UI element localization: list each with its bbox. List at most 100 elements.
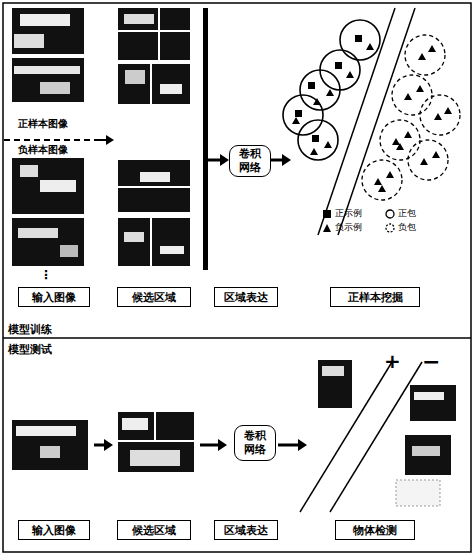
illustration-shape — [282, 154, 291, 166]
illustration-shape — [3, 3, 471, 552]
network-box: 卷积网络 — [229, 145, 271, 177]
legend-shape — [323, 210, 331, 218]
illustration-shape — [118, 412, 194, 472]
illustration-shape — [298, 120, 338, 160]
legend-swatch — [322, 209, 332, 219]
illustration-shape — [18, 228, 58, 238]
illustration-shape — [16, 426, 76, 436]
section-label: 模型测试 — [8, 342, 52, 357]
illustration-shape — [118, 440, 194, 442]
legend-text: 正包 — [398, 207, 416, 220]
network-box: 卷积网络 — [234, 425, 276, 461]
illustration-shape — [118, 8, 190, 60]
illustration-shape — [200, 444, 220, 447]
illustration-shape — [130, 450, 180, 466]
illustration-shape — [405, 435, 451, 475]
illustration-shape — [392, 75, 432, 115]
legend-entry: 负包 — [385, 221, 416, 234]
sample-label: 负样本图像 — [18, 143, 68, 157]
illustration-shape — [292, 43, 374, 155]
illustration-shape — [14, 34, 44, 48]
illustration-shape — [308, 82, 315, 89]
illustration-shape — [380, 120, 420, 160]
illustration-shape — [125, 70, 145, 84]
illustration-shape — [40, 446, 60, 458]
illustration-shape — [20, 14, 70, 26]
node-text: 输入图像 — [32, 290, 76, 305]
legend-swatch — [385, 209, 395, 219]
illustration-shape — [203, 8, 208, 270]
stage-label: 物体检测 — [335, 520, 415, 540]
stage-label: 候选区域 — [117, 287, 191, 307]
illustration-shape — [362, 35, 460, 200]
illustration-shape — [355, 35, 362, 42]
illustration-shape — [150, 64, 152, 104]
illustration-shape — [20, 165, 38, 177]
illustration-shape — [118, 186, 190, 188]
illustration-shape — [220, 154, 229, 166]
legend-swatch — [385, 223, 395, 233]
illustration-shape — [40, 180, 76, 192]
illustration-shape — [410, 385, 456, 421]
illustration-shape — [124, 232, 144, 242]
illustration-shape — [160, 84, 182, 94]
stage-label: 输入图像 — [18, 520, 90, 540]
illustration-shape — [312, 135, 319, 142]
illustration-shape — [140, 172, 170, 182]
illustration-shape — [12, 58, 84, 102]
illustration-shape — [118, 64, 190, 104]
illustration-shape — [12, 158, 84, 214]
illustration-shape — [408, 140, 448, 180]
legend-shape — [386, 210, 394, 218]
illustration-shape — [292, 35, 452, 192]
illustration-shape — [118, 218, 190, 266]
node-text: 输入图像 — [32, 523, 76, 538]
illustration-shape — [340, 20, 380, 60]
illustration-shape — [118, 30, 190, 32]
stage-label: 正样本挖掘 — [330, 287, 420, 307]
negative-sign: − — [422, 349, 440, 374]
illustration-shape — [40, 82, 70, 94]
node-text: 区域表达 — [224, 290, 268, 305]
legend-text: 负示例 — [335, 221, 362, 234]
illustration-shape — [318, 8, 395, 235]
illustration-shape — [278, 444, 300, 447]
illustration-shape — [60, 245, 78, 257]
illustration-shape — [420, 95, 460, 135]
illustration-shape — [208, 159, 222, 162]
section-label: 模型训练 — [8, 322, 52, 337]
node-text: 候选区域 — [132, 523, 176, 538]
illustration-shape — [362, 160, 402, 200]
legend-entry: 正包 — [385, 207, 416, 220]
illustration-shape — [338, 8, 415, 235]
node-text: 候选区域 — [132, 290, 176, 305]
illustration-shape — [12, 218, 84, 266]
illustration-shape — [322, 366, 344, 376]
node-text: 正样本挖掘 — [348, 290, 403, 305]
legend-swatch — [322, 223, 332, 233]
legend-entry: 负示例 — [322, 221, 362, 234]
node-text: 卷积网络 — [237, 147, 263, 175]
stage-label: 区域表达 — [214, 287, 278, 307]
illustration-shape — [295, 110, 302, 117]
illustration-shape — [335, 62, 342, 69]
illustration-shape — [412, 446, 440, 456]
illustration-shape — [106, 135, 114, 145]
illustration-shape — [118, 160, 190, 212]
illustration-shape — [124, 14, 154, 24]
illustration-shape — [4, 139, 98, 141]
legend-shape — [323, 224, 331, 232]
legend-shape — [386, 224, 394, 232]
sample-label: 正样本图像 — [18, 117, 68, 131]
illustration-shape — [158, 8, 160, 60]
illustration-shape — [160, 246, 184, 254]
illustration-shape — [14, 66, 80, 74]
illustration-shape — [150, 218, 152, 266]
node-text: 物体检测 — [353, 523, 397, 538]
illustration-shape — [218, 439, 227, 451]
illustration-shape: ⋮ — [40, 268, 52, 282]
node-text: 区域表达 — [224, 523, 268, 538]
illustration-shape — [320, 50, 360, 90]
illustration-shape — [283, 20, 380, 160]
